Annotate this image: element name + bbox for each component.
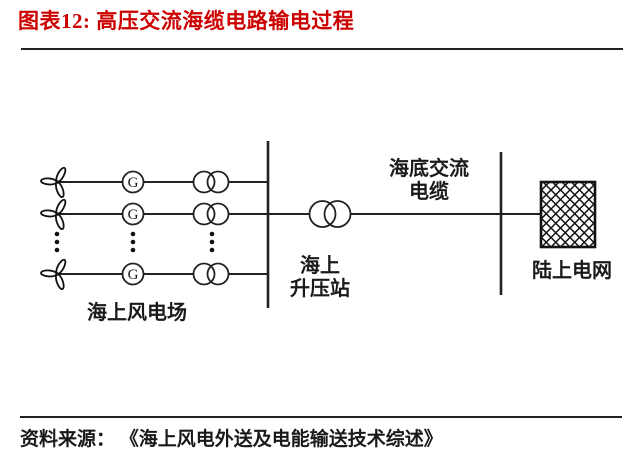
transformer-icon <box>192 170 230 194</box>
generator-icon <box>121 202 145 226</box>
submarine-cable-label-line2: 电缆 <box>409 181 449 203</box>
source-note: 资料来源： 《海上风电外送及电能输送技术综述》 <box>20 429 443 450</box>
wind-turbine-icon <box>40 258 67 291</box>
bottom-divider <box>20 416 622 418</box>
submarine-cable-label-line1: 海底交流 <box>389 158 469 180</box>
transformer-icon <box>192 262 230 286</box>
generator-icon <box>121 262 145 286</box>
transformer-icon <box>192 202 230 226</box>
generator-label: G <box>128 267 139 283</box>
wind-turbine-icon <box>40 166 67 199</box>
wind-turbine-icon <box>40 198 67 231</box>
wind-farm-label: 海上风电场 <box>87 302 187 324</box>
stepup-transformer-icon <box>308 200 352 228</box>
wind-turbine-icons <box>40 166 67 291</box>
offshore-station-label: 海上 升压站 <box>290 255 350 301</box>
offshore-station-label-line1: 海上 <box>300 255 340 277</box>
figure-title: 图表12: 高压交流海缆电路输电过程 <box>18 9 355 33</box>
onshore-grid-label: 陆上电网 <box>532 260 612 282</box>
generator-label: G <box>128 175 139 191</box>
top-divider <box>21 48 623 50</box>
generator-icon <box>121 170 145 194</box>
generator-label: G <box>128 207 139 223</box>
hatched-square-icon <box>539 180 597 249</box>
offshore-station-label-line2: 升压站 <box>290 278 350 300</box>
vertical-ellipsis-dots <box>54 231 215 253</box>
submarine-cable-label: 海底交流 电缆 <box>389 158 469 204</box>
